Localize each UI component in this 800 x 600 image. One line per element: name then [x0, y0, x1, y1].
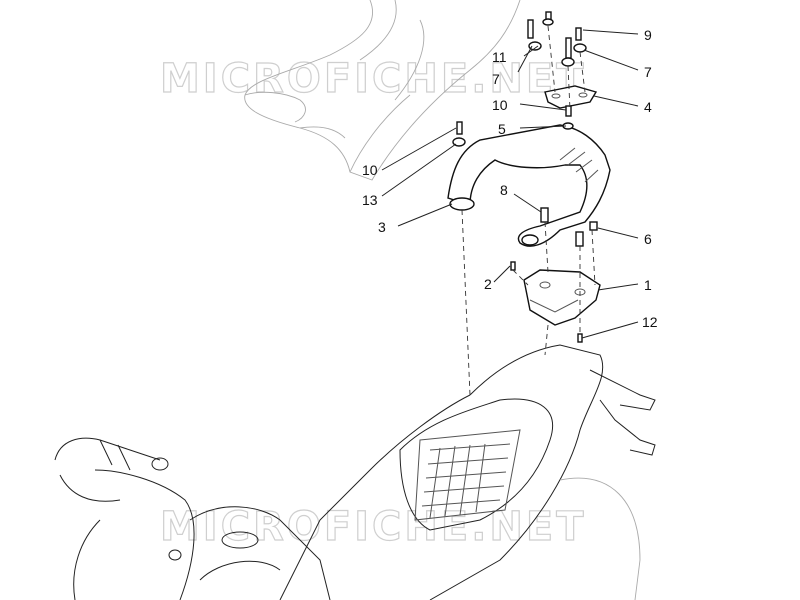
- callout-9: 9: [644, 27, 652, 43]
- callout-12: 12: [642, 314, 658, 330]
- callout-3: 3: [378, 219, 386, 235]
- leader-lines: [381, 29, 639, 339]
- motorcycle-rear-body: [189, 344, 656, 600]
- luggage-rack: [447, 124, 611, 247]
- callout-6: 6: [644, 231, 652, 247]
- callout-2: 2: [484, 276, 492, 292]
- callout-4: 4: [644, 99, 652, 115]
- callout-7-left: 7: [492, 71, 500, 87]
- callout-1: 1: [644, 277, 652, 293]
- bracket-plate: [544, 85, 598, 109]
- callout-7-right: 7: [644, 64, 652, 80]
- watermark-bottom: MICROFICHE.NET: [160, 504, 587, 550]
- fasteners-top: [452, 11, 598, 343]
- callout-5: 5: [498, 121, 506, 137]
- seat-illustration: [244, 0, 521, 181]
- callout-13: 13: [362, 192, 378, 208]
- callout-10-upper: 10: [492, 97, 508, 113]
- mounting-bracket: [523, 269, 601, 326]
- callout-10-lower: 10: [362, 162, 378, 178]
- motorcycle-front: [54, 437, 195, 600]
- assembly-guides: [461, 25, 596, 396]
- watermark-top: MICROFICHE.NET: [160, 56, 587, 102]
- callout-11: 11: [492, 49, 507, 65]
- callout-8: 8: [500, 182, 508, 198]
- callout-labels: 9 11 7 7 4 10 5 10 13 8 3 6 2 1 12: [362, 27, 658, 330]
